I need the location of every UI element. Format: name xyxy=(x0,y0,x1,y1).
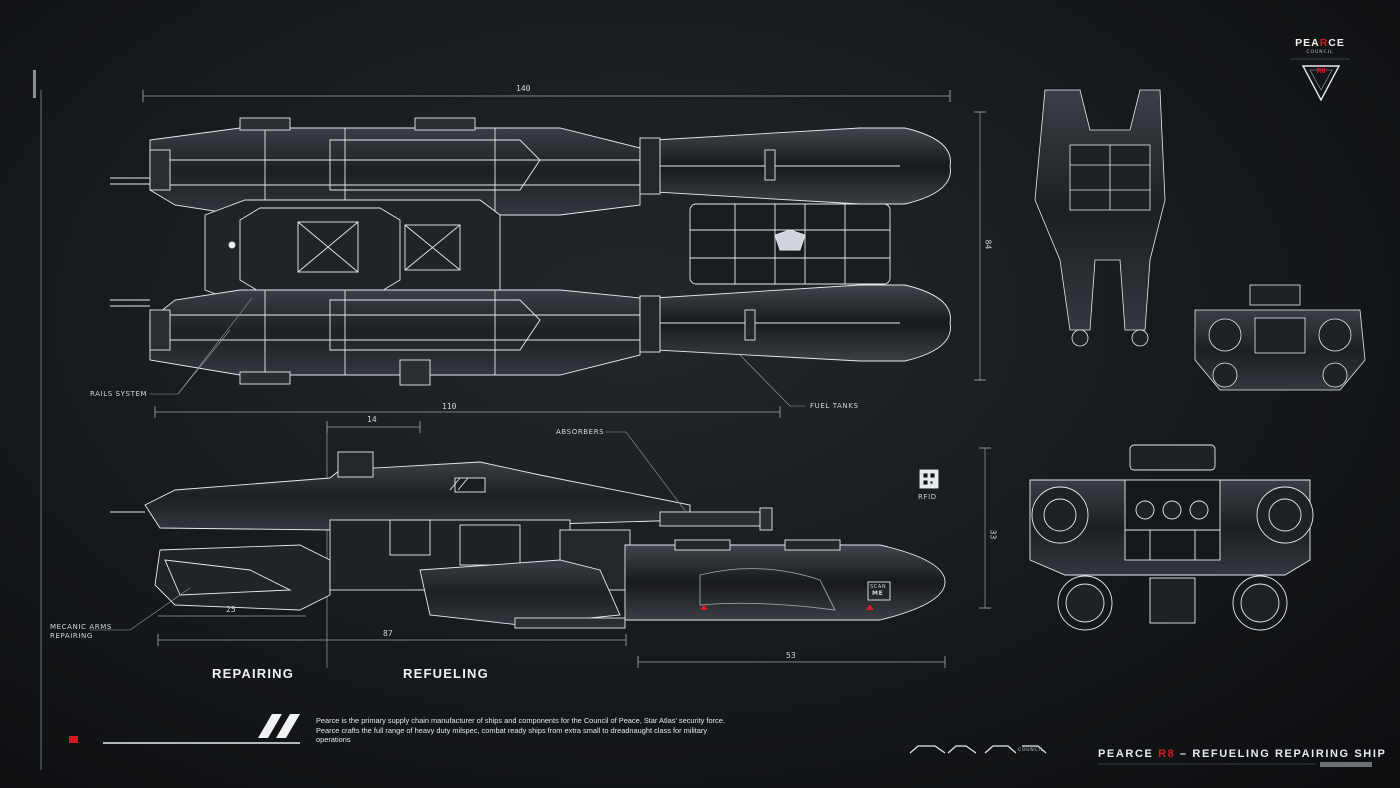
callout-mecanic-arms-sub: REPAIRING xyxy=(50,632,93,640)
dim-side-small: 14 xyxy=(367,415,377,424)
section-refueling: REFUELING xyxy=(403,666,489,681)
top-view xyxy=(110,90,986,418)
callout-rails-system: RAILS SYSTEM xyxy=(90,390,148,398)
brand-emblem xyxy=(1290,58,1350,102)
section-repairing: REPAIRING xyxy=(212,666,295,681)
scan-me-label: ME xyxy=(872,590,884,597)
footer-decoration xyxy=(103,714,1372,767)
callout-absorbers: ABSORBERS xyxy=(556,428,605,436)
footer-council: COUNCIL xyxy=(1018,748,1044,753)
front-view-top xyxy=(1034,89,1166,347)
rear-view-small xyxy=(1194,284,1366,391)
callout-mecanic-arms: MECANIC ARMS xyxy=(50,623,112,631)
scan-label: SCAN xyxy=(870,584,887,590)
front-view-large xyxy=(1029,444,1314,631)
dim-top-width: 84 xyxy=(983,239,993,250)
accent-marker xyxy=(69,736,78,743)
dim-top-inner: 110 xyxy=(442,402,457,411)
company-description: Pearce is the primary supply chain manuf… xyxy=(316,716,725,744)
dim-side-tank: 53 xyxy=(786,651,796,660)
dim-side-arm: 25 xyxy=(226,605,236,614)
dim-top-length: 140 xyxy=(516,84,531,93)
callout-fuel-tanks: FUEL TANKS xyxy=(810,402,859,410)
side-view xyxy=(110,421,991,668)
dim-side-height: 33 xyxy=(988,529,998,540)
dim-side-total: 87 xyxy=(383,629,393,638)
footer-title: PEARCE R8 – REFUELING REPAIRING SHIP xyxy=(1098,748,1387,760)
brand-name: PEARCE xyxy=(1295,37,1345,49)
model-badge: R8 xyxy=(1316,68,1326,75)
brand-subtitle: COUNCIL xyxy=(1306,50,1334,55)
callout-rfid: RFID xyxy=(918,493,937,501)
brand-logo: PEARCE COUNCIL xyxy=(1290,37,1350,55)
frame-tick xyxy=(33,70,36,98)
